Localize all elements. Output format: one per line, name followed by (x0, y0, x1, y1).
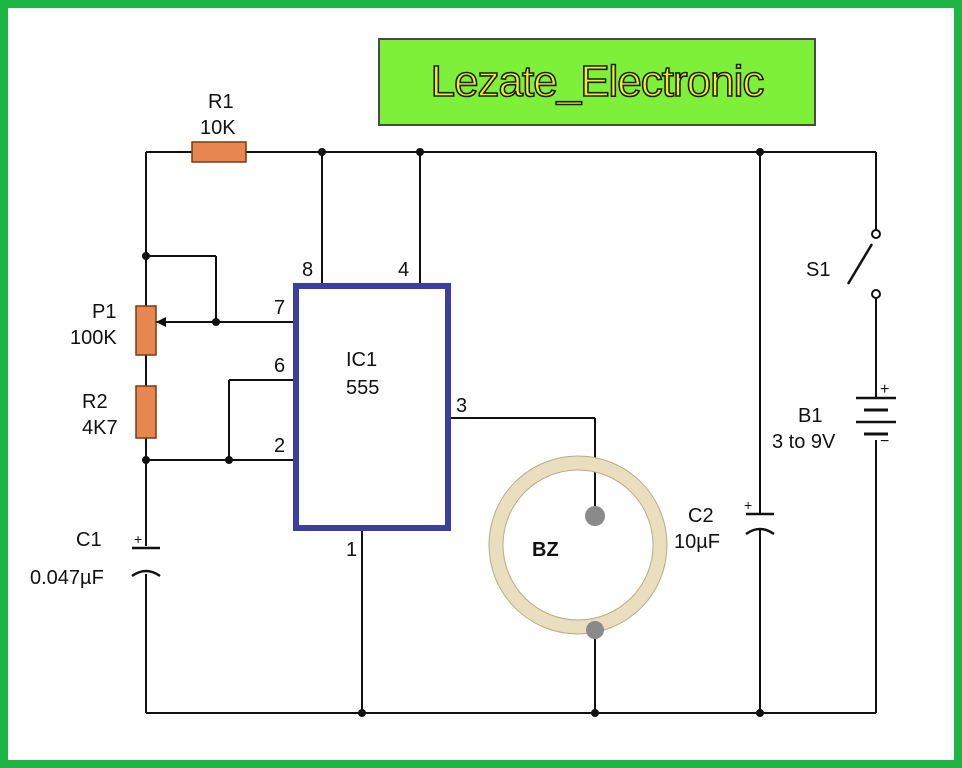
banner-text: Lezate_Electronic (430, 56, 765, 107)
spst-switch-icon (846, 229, 881, 299)
p1-wiper-arrow (156, 317, 166, 327)
junction-dot (142, 252, 150, 260)
b1-value-label: 3 to 9V (772, 431, 836, 453)
buzzer-outer-edge (488, 455, 668, 635)
s1-name-label: S1 (806, 259, 830, 281)
junction-dot (416, 148, 424, 156)
ic1-name-label: IC1 (346, 349, 377, 371)
buzzer-top-contact (585, 506, 605, 526)
c2-name-label: C2 (688, 505, 714, 527)
ic1-type-label: 555 (346, 377, 379, 399)
ic1-pin4-label: 4 (398, 259, 409, 281)
ic1-pin6-label: 6 (274, 355, 285, 377)
b1-minus-sign: − (880, 433, 889, 450)
b1-name-label: B1 (798, 405, 822, 427)
junction-dot (756, 148, 764, 156)
c2-plate-bottom (745, 527, 775, 536)
p1-value-label: 100K (70, 327, 117, 349)
junction-dot (318, 148, 326, 156)
ic1-pin7-label: 7 (274, 297, 285, 319)
c2-value-label: 10µF (674, 531, 720, 553)
ic1-555-chip (293, 283, 451, 531)
junction-dot (225, 456, 233, 464)
ic1-pin3-label: 3 (456, 395, 467, 417)
junctions (142, 148, 764, 717)
junction-dot (142, 456, 150, 464)
c2-plus-sign: + (744, 497, 752, 513)
title-banner: Lezate_Electronic (378, 38, 816, 126)
battery-icon (856, 396, 896, 436)
r1-resistor (191, 141, 247, 163)
c1-value-label: 0.047µF (30, 567, 104, 589)
c1-plate-bottom (131, 569, 161, 578)
c1-plus-sign: + (134, 531, 142, 547)
ic1-pin2-label: 2 (274, 435, 285, 457)
junction-dot (212, 318, 220, 326)
junction-dot (756, 709, 764, 717)
ic1-pin1-label: 1 (346, 539, 357, 561)
junction-dot (358, 709, 366, 717)
bz-label: BZ (532, 539, 559, 561)
s1-bottom-terminal (871, 289, 881, 299)
s1-top-terminal (871, 229, 881, 239)
s1-lever (846, 243, 874, 285)
r1-value-label: 10K (200, 117, 236, 139)
r2-resistor (135, 385, 157, 439)
ic1-pin8-label: 8 (302, 259, 313, 281)
piezo-buzzer-icon (489, 456, 667, 634)
r2-name-label: R2 (82, 391, 108, 413)
r1-name-label: R1 (208, 91, 234, 113)
b1-plus-sign: + (880, 381, 889, 398)
r2-value-label: 4K7 (82, 417, 118, 439)
c1-name-label: C1 (76, 529, 102, 551)
buzzer-bottom-contact (586, 621, 604, 639)
junction-dot (591, 709, 599, 717)
buzzer-inner-edge (502, 469, 654, 621)
p1-name-label: P1 (92, 301, 116, 323)
p1-potentiometer (135, 305, 157, 356)
wires (145, 151, 877, 714)
